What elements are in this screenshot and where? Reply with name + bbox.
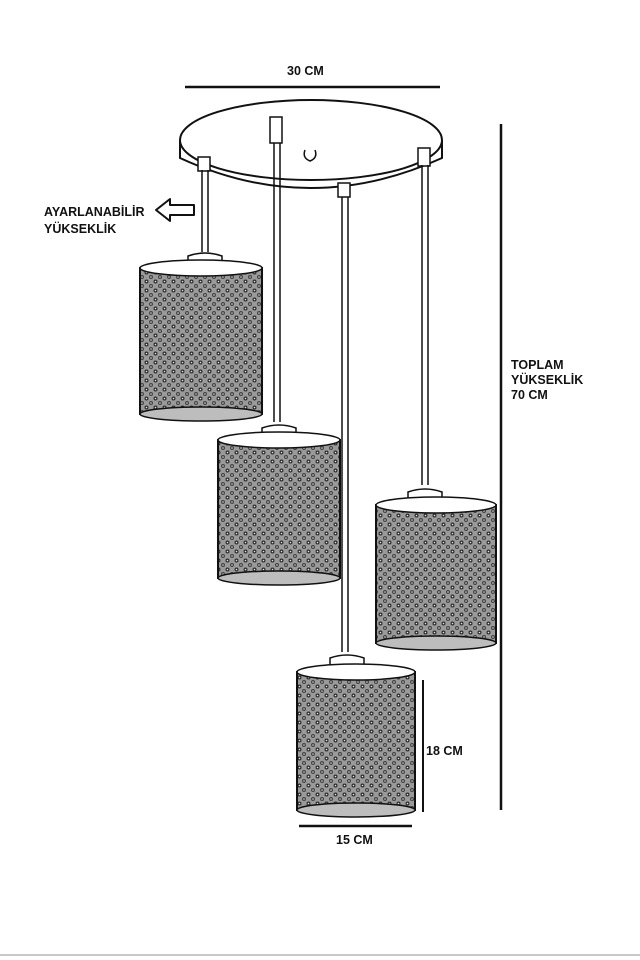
- canopy-width-label: 30 CM: [287, 64, 324, 78]
- adjustable-height-line-2: YÜKSEKLİK: [44, 222, 117, 236]
- adjustable-height-label: AYARLANABİLİR YÜKSEKLİK: [44, 205, 144, 237]
- lamp-shade-2: [217, 424, 341, 586]
- ceiling-canopy: [179, 99, 443, 198]
- total-height-line-2: YÜKSEKLİK: [511, 373, 584, 387]
- adjustable-height-line-1: AYARLANABİLİR: [44, 205, 145, 219]
- pendant-cords: [201, 143, 429, 652]
- total-height-line-1: TOPLAM: [511, 358, 564, 372]
- lamp-shade-3: [375, 488, 497, 651]
- lamp-shade-4: [296, 654, 416, 818]
- total-height-line-3: 70 CM: [511, 388, 548, 402]
- shade-width-label: 15 CM: [336, 833, 373, 847]
- shade-height-label: 18 CM: [426, 744, 463, 758]
- arrow-left-icon: [155, 198, 195, 222]
- total-height-label: TOPLAM YÜKSEKLİK 70 CM: [511, 358, 583, 403]
- lamp-shade-1: [139, 252, 263, 422]
